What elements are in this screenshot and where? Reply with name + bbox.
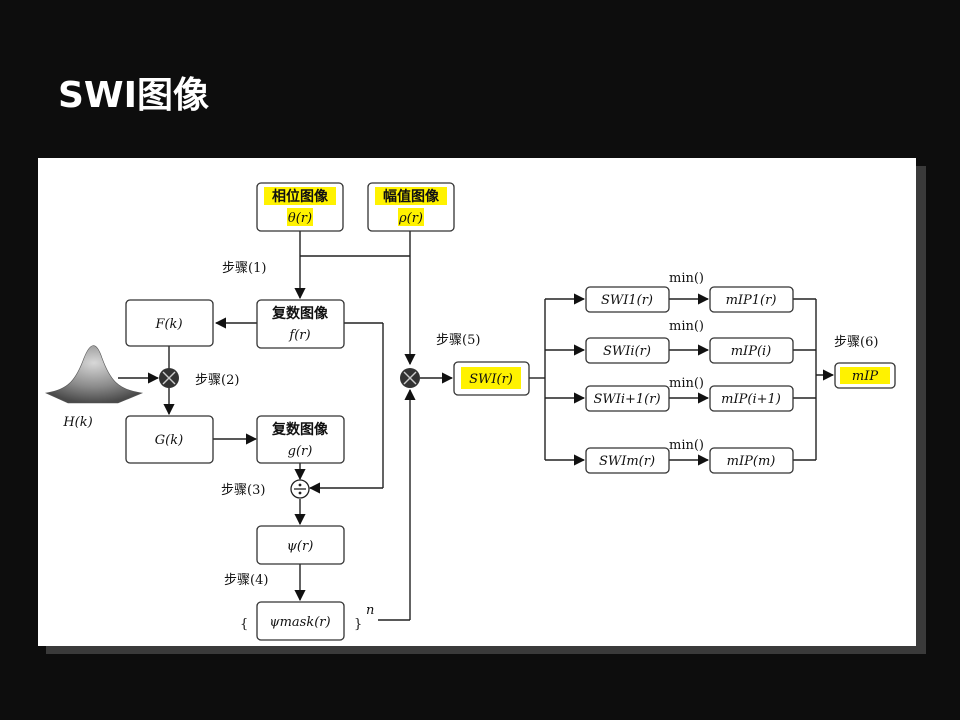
step-6-label: 步骤(6)	[834, 335, 878, 350]
swi-row-i-label: SWIi(r)	[603, 344, 651, 359]
swi-pipeline-figure: 相位图像 θ(r) 幅值图像 ρ(r) 复数图像 f(r) F(k) G(k) …	[38, 158, 916, 646]
min-label-3: min()	[669, 376, 704, 391]
min-label-4: min()	[669, 438, 704, 453]
gaussian-kernel-icon: H(k)	[44, 345, 144, 430]
mip-row-1: mIP1(r)	[709, 286, 794, 313]
step-4-label: 步骤(4)	[224, 573, 268, 588]
complex-image-g-box: 复数图像 g(r)	[256, 415, 345, 464]
pipeline-diagram: 相位图像 θ(r) 幅值图像 ρ(r) 复数图像 f(r) F(k) G(k) …	[44, 182, 896, 641]
power-n: n	[366, 603, 374, 618]
complex-image-f-box: 复数图像 f(r)	[256, 299, 345, 349]
divide-node	[290, 479, 310, 499]
complex-f-label: 复数图像	[271, 305, 329, 322]
min-label-2: min()	[669, 319, 704, 334]
swi-row-m: SWIm(r)	[585, 447, 670, 474]
mip-row-i: mIP(i)	[709, 337, 794, 364]
phase-image-symbol: θ(r)	[288, 211, 312, 226]
psimask-label: ψmask(r)	[269, 615, 330, 630]
complex-g-symbol: g(r)	[288, 444, 313, 459]
swi-row-i: SWIi(r)	[585, 337, 670, 364]
swi-row-1-label: SWI1(r)	[601, 293, 653, 308]
mip-row-i1-label: mIP(i+1)	[721, 392, 781, 407]
psi-box: ψ(r)	[256, 525, 345, 565]
Gk-box: G(k)	[125, 415, 214, 464]
min-label-1: min()	[669, 271, 704, 286]
Hk-label: H(k)	[62, 415, 92, 430]
step-3-label: 步骤(3)	[221, 483, 265, 498]
swi-label: SWI(r)	[469, 372, 513, 387]
slide-title: SWI图像	[58, 75, 210, 116]
magnitude-image-box: 幅值图像 ρ(r)	[367, 182, 455, 232]
mip-row-1-label: mIP1(r)	[726, 293, 777, 308]
step-2-label: 步骤(2)	[195, 373, 239, 388]
complex-f-symbol: f(r)	[288, 328, 310, 343]
Gk-label: G(k)	[155, 433, 183, 448]
brace-close: }	[354, 617, 362, 632]
swi-row-i1: SWIi+1(r)	[585, 385, 670, 412]
phase-image-label: 相位图像	[272, 188, 329, 205]
brace-open: {	[240, 617, 248, 632]
mip-row-i-label: mIP(i)	[731, 344, 772, 359]
step-1-label: 步骤(1)	[222, 261, 266, 276]
multiply-node-1	[159, 368, 179, 388]
mip-row-m: mIP(m)	[709, 447, 794, 474]
swi-box: SWI(r)	[453, 361, 530, 396]
mip-output-box: mIP	[834, 362, 896, 389]
mip-output-label: mIP	[852, 369, 878, 384]
psimask-box: ψmask(r) { } n	[240, 601, 374, 641]
mip-row-i1: mIP(i+1)	[709, 385, 794, 412]
phase-image-box: 相位图像 θ(r)	[256, 182, 344, 232]
swi-row-m-label: SWIm(r)	[599, 454, 655, 469]
psi-label: ψ(r)	[287, 539, 314, 554]
swi-row-i1-label: SWIi+1(r)	[593, 392, 660, 407]
mip-row-m-label: mIP(m)	[727, 454, 776, 469]
multiply-node-2	[400, 368, 420, 388]
Fk-box: F(k)	[125, 299, 214, 347]
complex-g-label: 复数图像	[271, 421, 329, 438]
swi-row-1: SWI1(r)	[585, 286, 670, 313]
magnitude-image-symbol: ρ(r)	[398, 211, 423, 226]
magnitude-image-label: 幅值图像	[383, 188, 440, 205]
step-5-label: 步骤(5)	[436, 333, 480, 348]
Fk-label: F(k)	[154, 317, 182, 332]
